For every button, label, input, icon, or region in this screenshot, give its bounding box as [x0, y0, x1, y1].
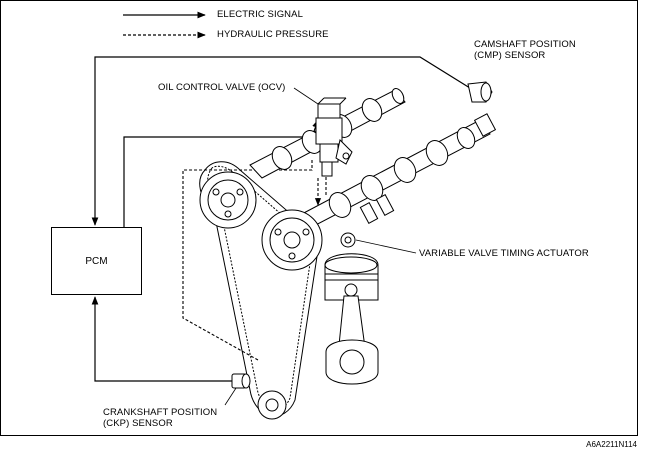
legend-electric-label: ELECTRIC SIGNAL — [217, 9, 303, 20]
crankshaft-sprocket — [257, 390, 287, 420]
exhaust-cam-sprocket — [199, 171, 257, 229]
vvt-leader — [355, 239, 417, 254]
intake-camshaft — [299, 113, 497, 229]
diagram-frame — [0, 0, 638, 436]
legend-hydraulic-label: HYDRAULIC PRESSURE — [217, 29, 329, 40]
valve-springs — [359, 194, 395, 224]
pcm-box: PCM — [51, 227, 142, 295]
hydraulic-path — [182, 158, 313, 361]
ocv-signal-wire — [123, 119, 319, 227]
cmp-sensor — [467, 81, 493, 103]
ckp-sensor-label-line1: CRANKSHAFT POSITION — [103, 407, 218, 418]
ocv-label: OIL CONTROL VALVE (OCV) — [158, 82, 286, 93]
ckp-sensor-label-line2: (CKP) SENSOR — [103, 418, 173, 429]
piston — [324, 253, 379, 301]
vvt-actuator-label: VARIABLE VALVE TIMING ACTUATOR — [419, 248, 589, 259]
connecting-rod — [325, 295, 379, 385]
cmp-sensor-label-line1: CAMSHAFT POSITION — [474, 39, 576, 50]
vvt-actuator — [261, 209, 356, 271]
figure-code: A6A2211N114 — [586, 440, 637, 449]
oil-control-valve — [315, 97, 353, 177]
ckp-signal-wire — [91, 296, 236, 382]
cmp-signal-wire — [91, 56, 479, 226]
ckp-sensor — [231, 373, 251, 389]
pcm-label: PCM — [85, 255, 108, 267]
cmp-sensor-label-line2: (CMP) SENSOR — [474, 50, 546, 61]
